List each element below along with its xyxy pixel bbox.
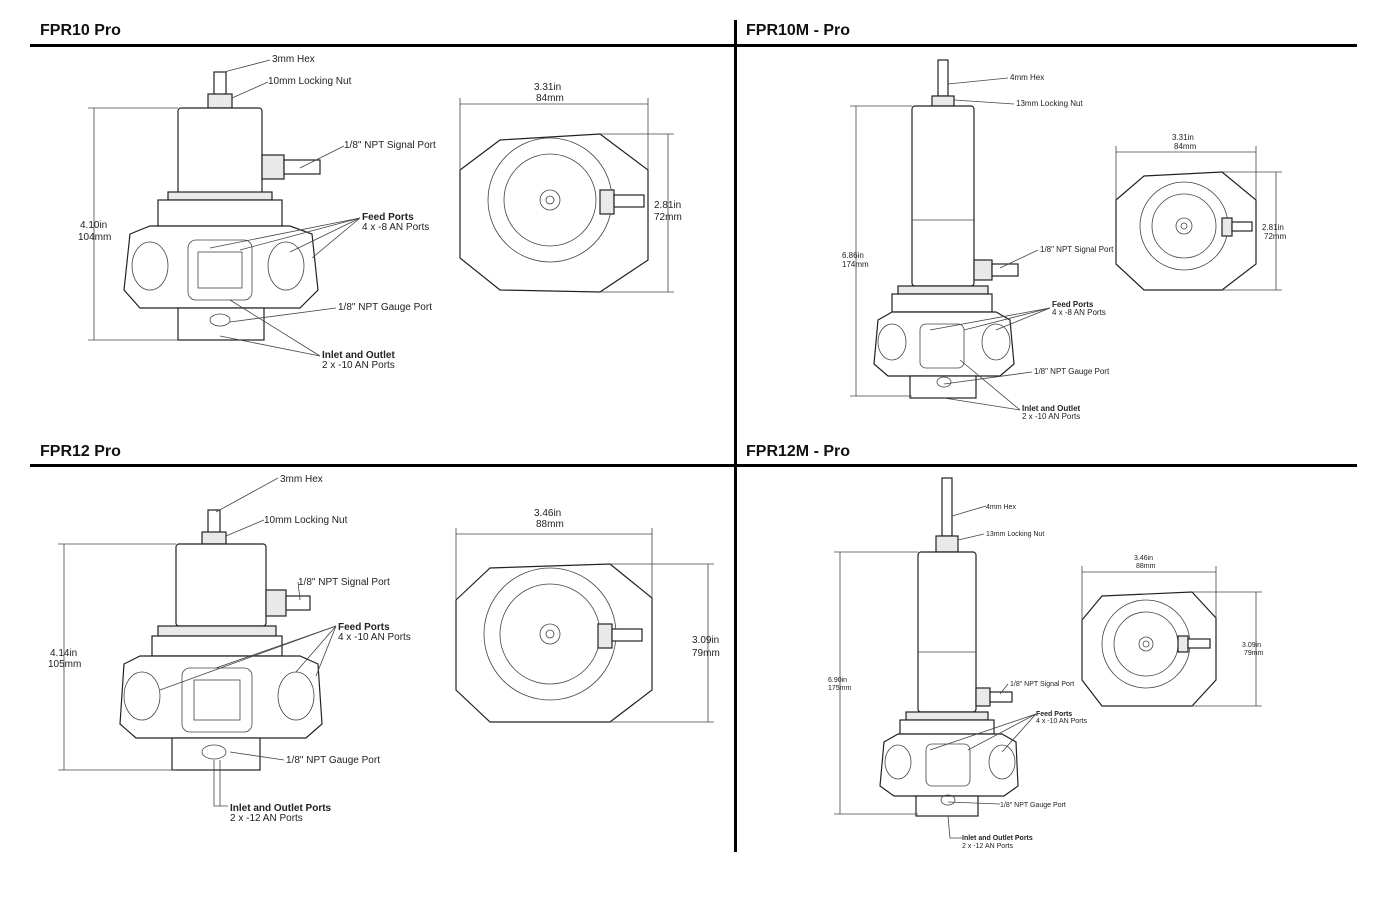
fpr10m-feed-title: Feed Ports xyxy=(1052,300,1094,309)
fpr10m-width-mm: 84mm xyxy=(1174,142,1197,151)
fpr12-side-view: 3mm Hex 10mm Locking Nut 1/8" NPT Signal… xyxy=(48,474,411,824)
fpr10m-inlet-sub: 2 x -10 AN Ports xyxy=(1022,412,1080,421)
fpr12m-gauge-label: 1/8" NPT Gauge Port xyxy=(1000,802,1066,809)
middle-divider xyxy=(30,464,1357,467)
fpr12-gauge-label: 1/8" NPT Gauge Port xyxy=(286,755,380,766)
fpr10-width-mm: 84mm xyxy=(536,93,564,104)
fpr12m-feed-title: Feed Ports xyxy=(1036,711,1072,718)
fpr12m-depth-mm: 79mm xyxy=(1244,650,1264,657)
fpr12-feed-title: Feed Ports xyxy=(338,622,390,633)
fpr10-nut-label: 10mm Locking Nut xyxy=(268,76,352,87)
fpr10m-top-view: 3.31in 84mm 2.81in 72mm xyxy=(1115,133,1287,291)
fpr12-signal-label: 1/8" NPT Signal Port xyxy=(298,577,390,588)
fpr10m-hex-label: 4mm Hex xyxy=(1010,73,1044,82)
fpr12m-width-in: 3.46in xyxy=(1134,555,1153,562)
fpr10m-height-mm: 174mm xyxy=(842,260,869,269)
fpr10-inlet-title: Inlet and Outlet xyxy=(322,350,395,361)
fpr10-height-mm: 104mm xyxy=(78,232,111,243)
fpr10-feed-title: Feed Ports xyxy=(362,212,414,223)
fpr10m-gauge-label: 1/8" NPT Gauge Port xyxy=(1034,367,1110,376)
fpr10-side-view xyxy=(88,59,361,357)
fpr10m-feed-sub: 4 x -8 AN Ports xyxy=(1052,308,1106,317)
fpr10m-depth-in: 2.81in xyxy=(1262,223,1284,232)
fpr12-nut-label: 10mm Locking Nut xyxy=(264,515,348,526)
fpr10-depth-in: 2.81in xyxy=(654,200,681,211)
fpr12-height-in: 4.14in xyxy=(50,648,77,659)
fpr10-height-in: 4.10in xyxy=(80,220,107,231)
fpr10m-inlet-title: Inlet and Outlet xyxy=(1022,404,1081,413)
fpr12-width-in: 3.46in xyxy=(534,508,561,519)
fpr12m-width-mm: 88mm xyxy=(1136,563,1156,570)
fpr10m-width-in: 3.31in xyxy=(1172,133,1194,142)
fpr10-inlet-sub: 2 x -10 AN Ports xyxy=(322,360,395,371)
fpr10-signal-label: 1/8" NPT Signal Port xyxy=(344,140,436,151)
fpr12-inlet-title: Inlet and Outlet Ports xyxy=(230,803,332,814)
fpr12-width-mm: 88mm xyxy=(536,519,564,530)
fpr10-depth-mm: 72mm xyxy=(654,212,682,223)
fpr12m-nut-label: 13mm Locking Nut xyxy=(986,531,1044,538)
fpr10-annotations: 3mm Hex 10mm Locking Nut 1/8" NPT Signal… xyxy=(78,54,436,371)
fpr12m-height-in: 6.90in xyxy=(828,677,847,684)
fpr12-height-mm: 105mm xyxy=(48,659,81,670)
fpr12m-feed-sub: 4 x -10 AN Ports xyxy=(1036,718,1087,725)
fpr12-depth-mm: 79mm xyxy=(692,648,720,659)
fpr10m-depth-mm: 72mm xyxy=(1264,232,1287,241)
fpr10m-signal-label: 1/8" NPT Signal Port xyxy=(1040,245,1114,254)
fpr10-top-view: 3.31in 84mm 2.81in 72mm xyxy=(459,82,682,293)
vertical-divider xyxy=(734,20,737,852)
fpr12m-height-mm: 175mm xyxy=(828,685,852,692)
panel-title-fpr10: FPR10 Pro xyxy=(40,22,121,39)
fpr12-depth-in: 3.09in xyxy=(692,635,719,646)
panel-title-fpr12: FPR12 Pro xyxy=(40,443,121,460)
fpr12-top-view: 3.46in 88mm 3.09in 79mm xyxy=(455,508,720,723)
fpr12-hex-label: 3mm Hex xyxy=(280,474,323,485)
top-divider xyxy=(30,44,1357,47)
fpr10-feed-sub: 4 x -8 AN Ports xyxy=(362,222,429,233)
fpr10m-nut-label: 13mm Locking Nut xyxy=(1016,99,1083,108)
fpr10m-side-view: 4mm Hex 13mm Locking Nut 1/8" NPT Signal… xyxy=(842,59,1114,421)
fpr12m-inlet-sub: 2 x -12 AN Ports xyxy=(962,843,1013,850)
fpr10-gauge-label: 1/8" NPT Gauge Port xyxy=(338,302,432,313)
fpr12-inlet-sub: 2 x -12 AN Ports xyxy=(230,813,303,824)
fpr12m-signal-label: 1/8" NPT Signal Port xyxy=(1010,681,1074,688)
fpr12-feed-sub: 4 x -10 AN Ports xyxy=(338,632,411,643)
panel-title-fpr10m: FPR10M - Pro xyxy=(746,22,851,39)
panel-title-fpr12m: FPR12M - Pro xyxy=(746,443,851,460)
fpr12m-hex-label: 4mm Hex xyxy=(986,504,1016,511)
fpr10-hex-label: 3mm Hex xyxy=(272,54,315,65)
fpr12m-depth-in: 3.09in xyxy=(1242,642,1261,649)
fpr12m-inlet-title: Inlet and Outlet Ports xyxy=(962,835,1033,842)
fpr10-width-in: 3.31in xyxy=(534,82,561,93)
fpr10m-height-in: 6.86in xyxy=(842,251,864,260)
